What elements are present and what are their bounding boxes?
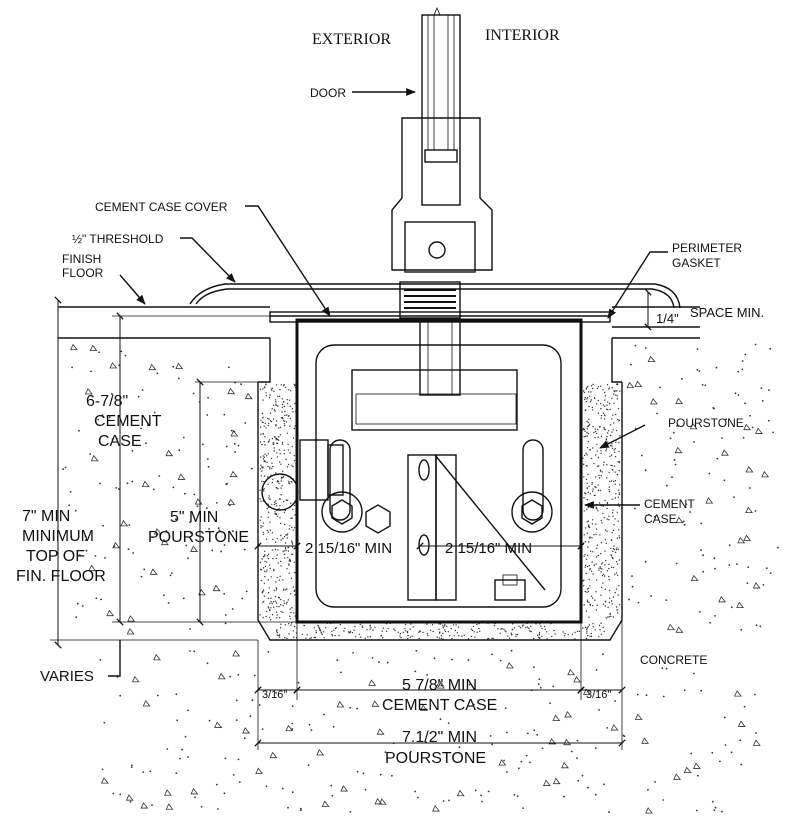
dim-case-depth-2: CEMENT xyxy=(94,413,162,430)
label-perimeter-gasket-2: GASKET xyxy=(672,256,721,270)
dim-case-depth-3: CASE xyxy=(98,433,142,450)
closer-mechanism xyxy=(261,281,562,608)
label-cement-case-1: CEMENT xyxy=(644,497,695,511)
dim-case-depth-1: 6-7/8" xyxy=(86,393,128,410)
dim-edge-left: 3/16" xyxy=(262,689,287,701)
label-finish-floor-2: FLOOR xyxy=(62,266,104,280)
dim-edge-right: 3/16" xyxy=(586,689,611,701)
label-finish-floor-1: FINISH xyxy=(62,252,101,266)
dim-side-gap-left: 2 15/16" MIN xyxy=(305,540,392,557)
label-perimeter-gasket-1: PERIMETER xyxy=(672,241,742,255)
label-space-min: SPACE MIN. xyxy=(690,305,764,320)
dim-top-depth-2: MINIMUM xyxy=(22,528,94,545)
dim-top-depth-4: FIN. FLOOR xyxy=(16,568,106,585)
finish-floor-lines xyxy=(58,306,700,339)
pourstone-texture xyxy=(259,383,621,640)
cement-case xyxy=(269,311,611,624)
dim-pourstone-depth-2: POURSTONE xyxy=(148,529,249,546)
dim-pourstone-width-1: 7 1/2" MIN xyxy=(402,729,477,746)
pourstone-pit xyxy=(257,338,623,641)
label-space-frac: 1/4" xyxy=(656,311,679,326)
label-exterior: EXTERIOR xyxy=(312,31,391,48)
dim-top-depth-1: 7" MIN xyxy=(22,508,70,525)
leader-lines xyxy=(108,88,668,677)
dim-side-gap-right: 2 15/16" MIN xyxy=(445,540,532,557)
label-varies: VARIES xyxy=(40,668,94,685)
horizontal-dimensions xyxy=(254,288,652,750)
label-cement-case-2: CASE xyxy=(644,512,677,526)
concrete-texture xyxy=(62,343,779,814)
text-labels: EXTERIOR INTERIOR DOOR CEMENT CASE COVER… xyxy=(16,27,764,767)
vertical-dimensions xyxy=(50,296,297,649)
label-cement-case-cover: CEMENT CASE COVER xyxy=(95,200,228,214)
dim-pourstone-width-2: POURSTONE xyxy=(385,750,486,767)
dim-top-depth-3: TOP OF xyxy=(26,548,85,565)
label-threshold: ½" THRESHOLD xyxy=(72,232,164,246)
label-interior: INTERIOR xyxy=(485,27,560,44)
label-pourstone: POURSTONE xyxy=(668,416,744,430)
dim-pourstone-depth-1: 5" MIN xyxy=(170,509,218,526)
label-door: DOOR xyxy=(310,86,346,100)
dim-case-width-1: 5 7/8" MIN xyxy=(402,677,477,694)
label-concrete: CONCRETE xyxy=(640,653,707,667)
dim-case-width-2: CEMENT CASE xyxy=(382,697,497,714)
door xyxy=(391,6,493,273)
